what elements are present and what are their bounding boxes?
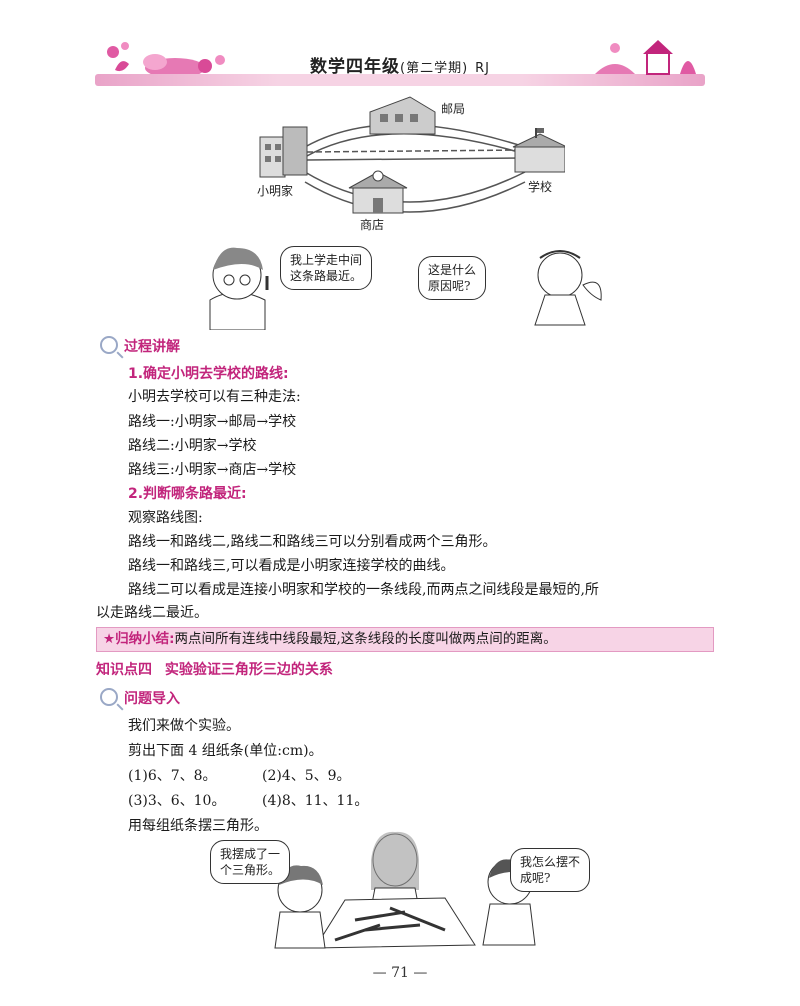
step-one-heading: 1.确定小明去学校的路线:	[128, 366, 289, 382]
school-building-icon	[512, 128, 565, 173]
speech-bubble-fairy: 这是什么 原因呢?	[418, 256, 487, 300]
speech-bubble-left-boy: 我摆成了一 个三角形。	[210, 840, 291, 884]
map-label-post-office: 邮局	[441, 102, 466, 116]
knowledge-point-heading: 知识点四 实验验证三角形三边的关系	[96, 662, 333, 678]
map-label-school: 学校	[528, 180, 553, 194]
intro-line-five: 用每组纸条摆三角形。	[128, 818, 268, 834]
home-building-icon	[259, 126, 308, 178]
route-map-drawing	[259, 96, 565, 214]
routes-intro: 小明去学校可以有三种走法:	[128, 389, 301, 405]
header-band	[95, 74, 705, 86]
page-header: 数学四年级(第二学期) RJ	[95, 30, 705, 92]
speech-bubble-boy: 我上学走中间 这条路最近。	[280, 246, 373, 290]
dialogue-illustration-top: 我上学走中间 这条路最近。 这是什么 原因呢?	[205, 240, 605, 330]
house-decoration-icon	[595, 40, 696, 75]
post-office-building-icon	[369, 96, 436, 135]
table-with-sticks-icon	[314, 897, 476, 949]
boy-left-character-icon	[274, 865, 326, 949]
group-two: (2)4、5、9。	[262, 768, 351, 784]
paragraph-one: 路线一和路线二,路线二和路线三可以分别看成两个三角形。	[128, 534, 497, 550]
route-two: 路线二:小明家→学校	[128, 438, 257, 454]
dialogue-illustration-bottom: 我摆成了一 个三角形。 我怎么摆不 成呢?	[205, 830, 615, 950]
boy-character-icon	[209, 247, 269, 330]
paragraph-three-line-two: 以走路线二最近。	[96, 605, 208, 621]
intro-line-one: 我们来做个实验。	[128, 718, 240, 734]
section-heading-process: 过程讲解	[100, 336, 180, 356]
paragraph-three-line-one: 路线二可以看成是连接小明家和学校的一条线段,而两点之间线段是最短的,所	[128, 582, 599, 598]
section-heading-intro: 问题导入	[100, 688, 180, 708]
summary-box: ★归纳小结:两点间所有连线中线段最短,这条线段的长度叫做两点间的距离。	[96, 627, 714, 652]
magnifier-icon	[100, 688, 118, 706]
character-drawings	[209, 247, 602, 330]
group-four: (4)8、11、11。	[262, 793, 369, 809]
header-title: 数学四年级(第二学期) RJ	[310, 57, 490, 77]
route-one: 路线一:小明家→邮局→学校	[128, 414, 297, 430]
speech-bubble-right-boy: 我怎么摆不 成呢?	[510, 848, 591, 892]
magnifier-icon	[100, 336, 118, 354]
observe-text: 观察路线图:	[128, 510, 203, 526]
fairy-character-icon	[534, 250, 602, 326]
map-label-shop: 商店	[360, 218, 385, 232]
group-three: (3)3、6、10。	[128, 793, 226, 809]
route-map: 邮局 小明家 学校 商店	[235, 92, 565, 232]
step-two-heading: 2.判断哪条路最近:	[128, 486, 247, 502]
flower-decoration-icon	[107, 42, 225, 78]
page-number: — 71 —	[372, 965, 428, 981]
shop-building-icon	[348, 170, 408, 214]
paragraph-two: 路线一和路线三,可以看成是小明家连接学校的曲线。	[128, 558, 455, 574]
map-label-home: 小明家	[257, 184, 294, 198]
intro-line-two: 剪出下面 4 组纸条(单位:cm)。	[128, 743, 323, 759]
group-one: (1)6、7、8。	[128, 768, 217, 784]
route-three: 路线三:小明家→商店→学校	[128, 462, 297, 478]
children-drawing	[274, 831, 536, 949]
